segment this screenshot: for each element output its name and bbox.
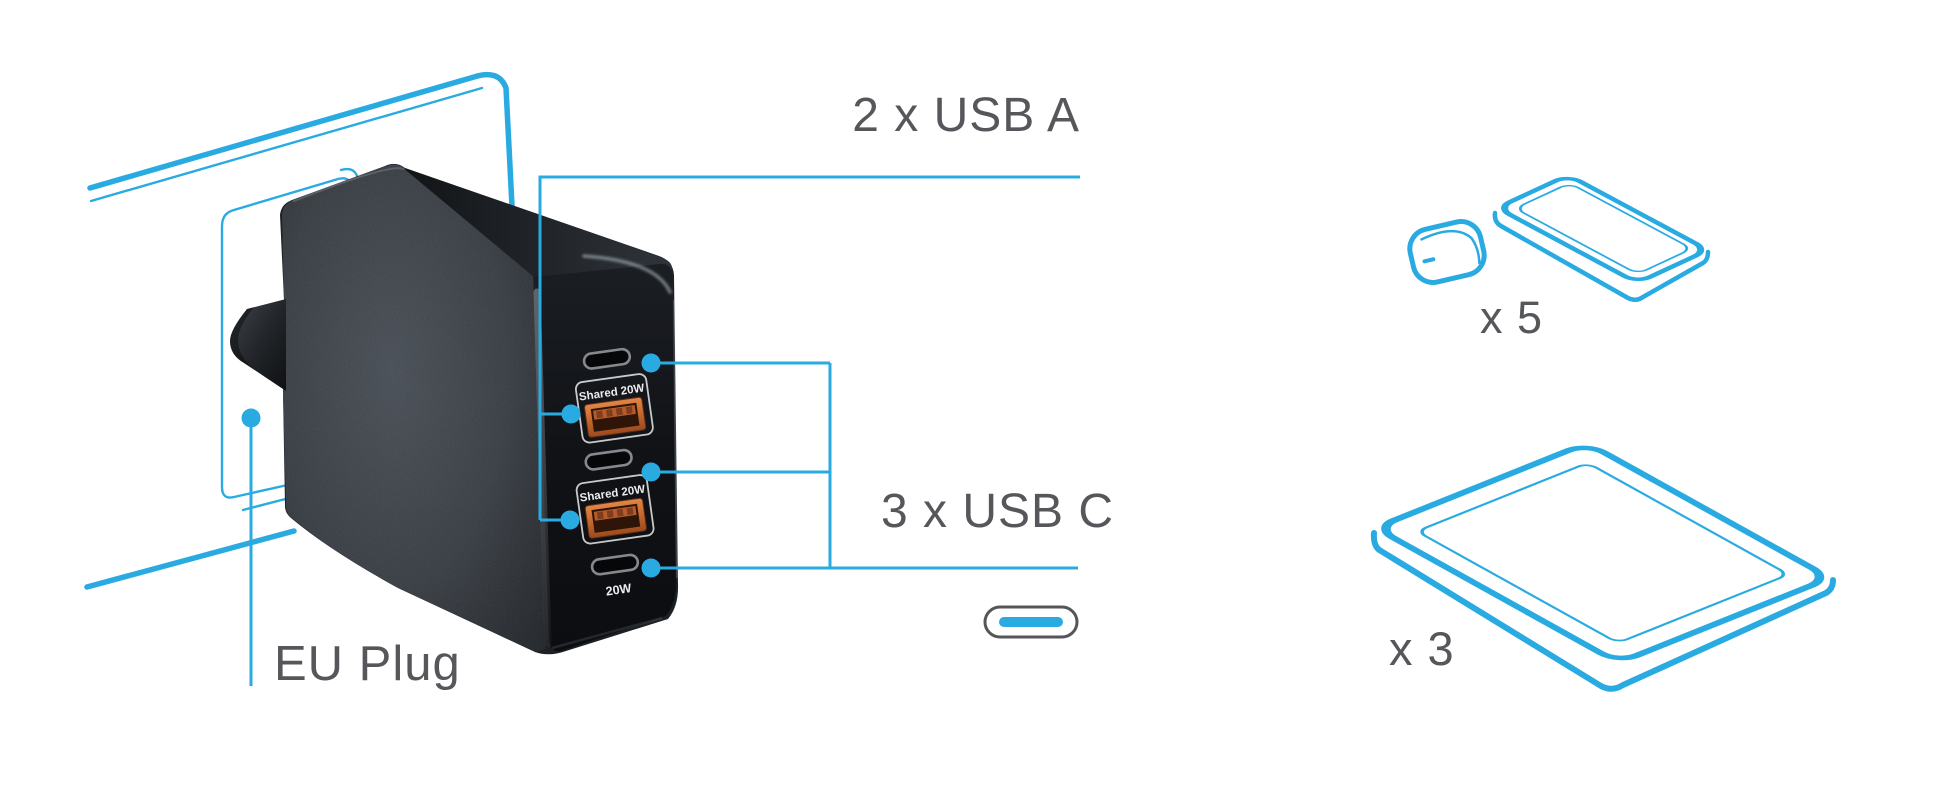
charger-bottom-highlight	[551, 616, 663, 650]
usb-c-connector-icon	[983, 605, 1079, 639]
port-group-3-label: 20W	[605, 581, 633, 598]
wall-bottom-edge-thick	[84, 528, 297, 590]
socket-recess-outline	[220, 177, 358, 499]
label-device-count-x5: x 5	[1480, 292, 1544, 343]
charger-top-face	[402, 167, 672, 277]
callout-dot	[560, 510, 580, 530]
wall-top-edge-thick	[87, 71, 515, 209]
port-group-2-bracket	[575, 474, 655, 545]
charger-illustration: Shared 20W Shared 20W	[230, 163, 679, 655]
usb-c-port-icon	[582, 347, 632, 370]
callouts	[241, 175, 1080, 686]
label-eu-plug: EU Plug	[274, 637, 461, 691]
callout-dot	[561, 404, 581, 424]
usb-c-port-icon	[584, 448, 633, 471]
smartphone-side-edge	[1492, 210, 1711, 302]
wall-top-edge-thin	[89, 86, 484, 203]
port-group-3: 20W	[590, 553, 640, 599]
wall-socket-outline	[84, 71, 515, 590]
eu-plug-callout	[241, 408, 261, 686]
usb-c-port-icon	[590, 553, 640, 576]
usb-a-callout	[538, 175, 1080, 530]
label-usb-a: 2 x USB A	[852, 89, 1080, 142]
charger-corner-highlight	[582, 254, 672, 294]
earbuds-case-icon	[1407, 219, 1487, 285]
label-device-count-x3: x 3	[1389, 622, 1455, 675]
tablet-icon	[1370, 445, 1836, 692]
usb-c-callout	[641, 353, 1078, 578]
charger-right-edge-highlight	[672, 299, 679, 579]
callout-dot	[641, 558, 661, 578]
tablet-side-edge	[1370, 530, 1836, 692]
eu-plug-prong	[230, 299, 286, 391]
label-usb-c: 3 x USB C	[881, 485, 1115, 538]
callout-dot	[641, 353, 661, 373]
port-group-2: Shared 20W	[575, 448, 655, 545]
usb-a-port-icon	[584, 497, 647, 539]
callout-dot	[241, 408, 261, 428]
usb-c-callout-line	[651, 361, 1078, 570]
charger-apex-highlight	[293, 167, 405, 202]
callout-dot	[641, 462, 661, 482]
smartphone-icon	[1492, 176, 1711, 302]
usb-a-port-icon	[584, 396, 647, 438]
